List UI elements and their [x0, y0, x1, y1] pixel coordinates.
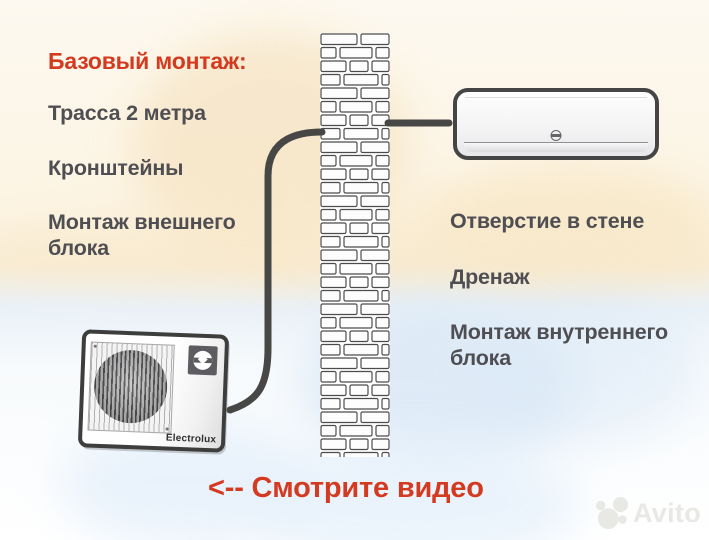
- fan-icon: [92, 348, 169, 425]
- brick-wall: [320, 33, 390, 457]
- outdoor-ac-unit: Electrolux: [77, 329, 230, 453]
- fan-grille: [87, 341, 175, 434]
- indoor-unit-seam: [465, 97, 647, 98]
- heading-basic-installation: Базовый монтаж:: [48, 48, 247, 74]
- left-item-outdoor-mount: Монтаж внешнего блока: [48, 210, 236, 260]
- watch-video-cta: <-- Смотрите видео: [208, 472, 484, 504]
- avito-logo-icon: [595, 496, 629, 530]
- line-to-outdoor-unit: [226, 128, 326, 414]
- right-item-indoor-mount: Монтаж внутреннего блока: [450, 320, 668, 370]
- outdoor-brand-label: Electrolux: [165, 432, 217, 446]
- indoor-unit-vent-flap: [464, 142, 648, 152]
- right-item-drainage: Дренаж: [450, 265, 530, 289]
- indoor-ac-unit: [453, 88, 659, 160]
- electrolux-logo-icon: [187, 345, 218, 376]
- right-item-wall-hole: Отверстие в стене: [450, 209, 645, 233]
- left-item-brackets: Кронштейны: [48, 156, 184, 180]
- left-item-route: Трасса 2 метра: [48, 101, 206, 125]
- electrolux-emblem: [192, 350, 213, 371]
- avito-watermark: Avito: [595, 496, 701, 530]
- avito-watermark-text: Avito: [633, 497, 701, 528]
- electrolux-logo-icon: [550, 130, 562, 141]
